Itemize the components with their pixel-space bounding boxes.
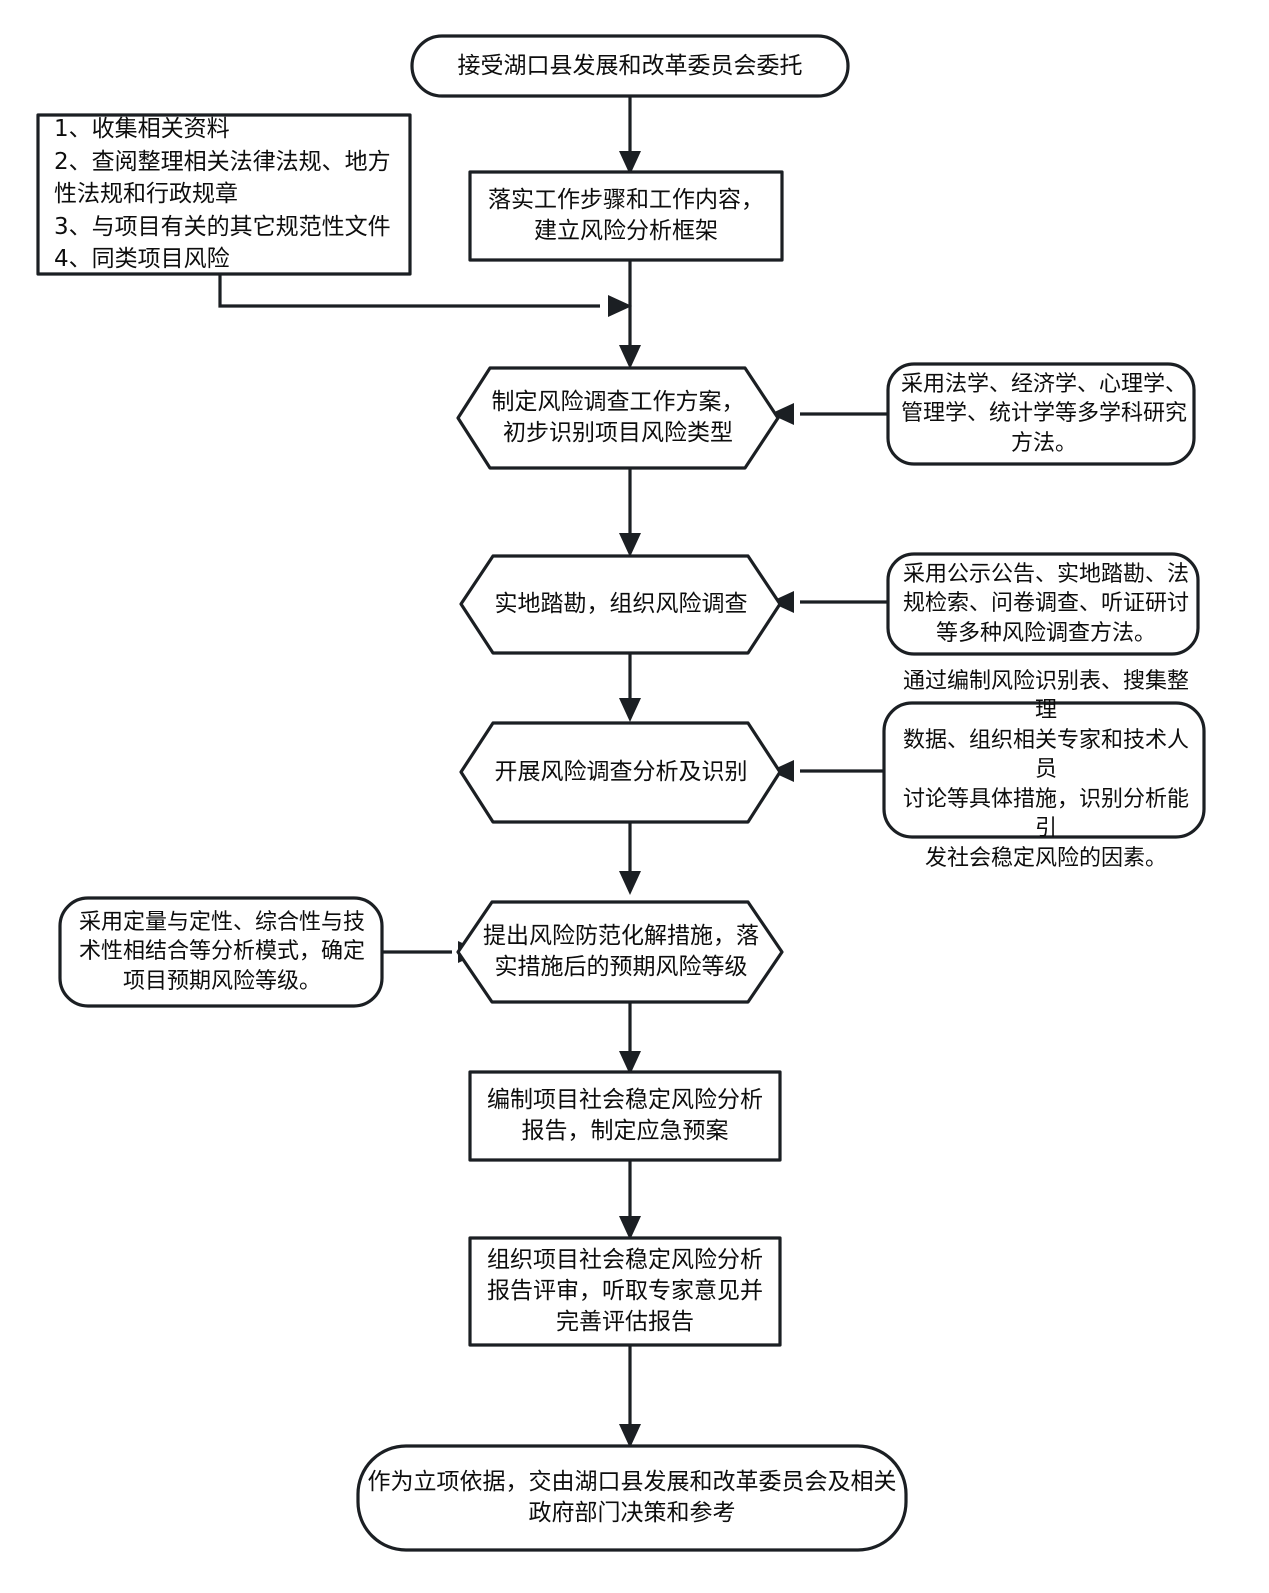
node-framework-shape: [468, 170, 784, 262]
node-analysis-shape: [459, 721, 782, 824]
node-report-shape: [468, 1070, 782, 1162]
node-plan-shape: [456, 366, 780, 470]
node-note-methods-shape: [886, 362, 1196, 466]
edge-survey-to-analysis: [619, 653, 641, 722]
edge-start-to-framework: [619, 96, 641, 175]
node-note-quant-shape: [58, 896, 384, 1008]
node-note-survey-shape: [886, 552, 1200, 656]
node-start-shape: [410, 34, 850, 98]
node-measures-shape: [456, 900, 784, 1004]
edge-framework-to-plan: [619, 260, 641, 369]
edge-materials-to-trunk: [218, 274, 632, 317]
node-review-shape: [468, 1236, 782, 1347]
edge-note-identify-to-analysis: [770, 760, 884, 782]
edge-note-survey-to-survey: [770, 591, 888, 613]
edge-analysis-to-measures: [619, 822, 641, 895]
edge-plan-to-survey: [619, 468, 641, 557]
edge-review-to-end: [619, 1345, 641, 1448]
node-survey-shape: [459, 554, 782, 655]
edge-report-to-review: [619, 1160, 641, 1240]
edge-note-methods-to-plan: [770, 403, 888, 425]
node-note-identify-shape: [882, 701, 1206, 839]
node-materials-list-shape: [36, 113, 412, 276]
edge-measures-to-report: [619, 1002, 641, 1075]
node-end-shape: [356, 1444, 908, 1552]
